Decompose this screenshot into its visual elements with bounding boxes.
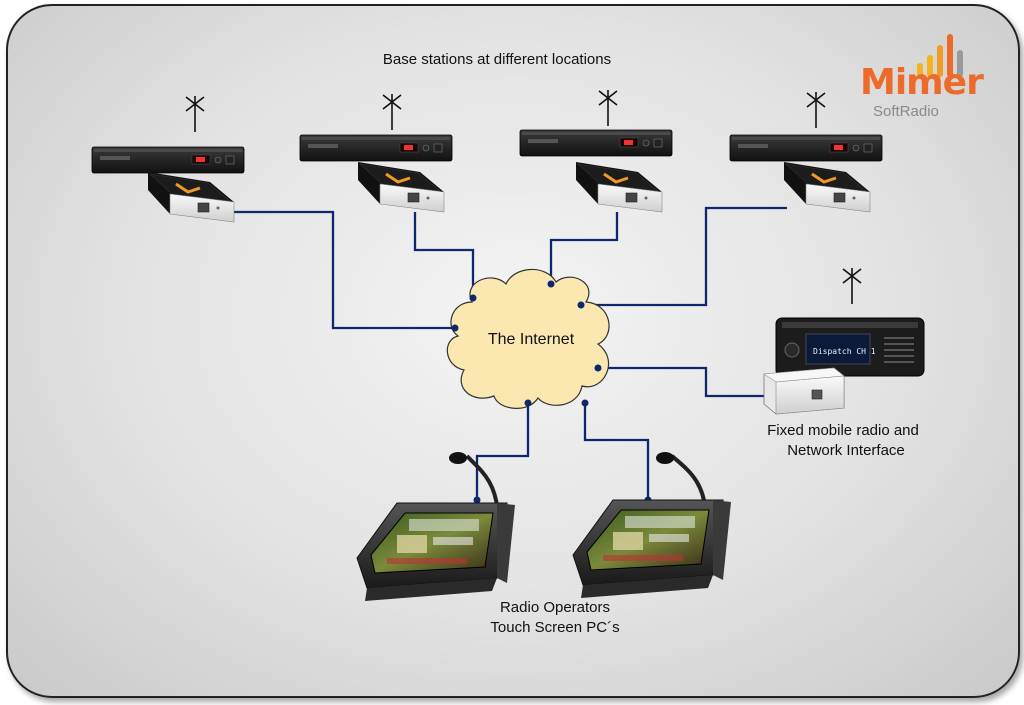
link-op2 — [583, 403, 650, 500]
antenna-icon — [842, 267, 862, 305]
mobile-label-line1: Fixed mobile radio and — [767, 422, 919, 439]
antenna-icon — [185, 95, 205, 133]
internet-cloud — [446, 268, 610, 409]
antenna-icon — [598, 89, 618, 127]
cloud-label: The Internet — [487, 331, 575, 348]
base-station-radio — [729, 134, 883, 162]
link-bs4 — [581, 206, 787, 307]
touch-screen-console — [356, 502, 516, 602]
network-interface-box — [782, 160, 872, 214]
mobile-radio-station: Dispatch CH 1 — [763, 267, 925, 415]
base-station-radio — [91, 146, 245, 174]
link-bs1 — [234, 210, 455, 330]
network-interface-box — [574, 160, 664, 214]
mimer-logo — [917, 34, 963, 77]
base-station-3 — [519, 89, 673, 214]
operators-label-line1: Radio Operators — [499, 599, 611, 616]
base-station-radio — [299, 134, 453, 162]
base-station-4 — [729, 91, 883, 214]
network-links — [234, 206, 787, 500]
operator-console-2 — [572, 452, 732, 599]
touch-screen-console — [572, 499, 732, 599]
network-interface-box — [146, 170, 236, 224]
network-interface-box — [763, 367, 845, 415]
operator-console-1 — [356, 452, 516, 602]
mobile-radio: Dispatch CH 1 — [775, 317, 925, 377]
network-interface-box — [356, 160, 446, 214]
base-station-2 — [299, 93, 453, 214]
mobile-radio-display: Dispatch CH 1 — [813, 347, 876, 356]
link-bs3 — [549, 212, 619, 284]
diagram-title: Base stations at different locations — [382, 51, 612, 68]
mobile-label-line2: Network Interface — [787, 442, 905, 459]
link-op1 — [475, 403, 530, 500]
base-station-1 — [91, 95, 245, 224]
logo-word: Mimer — [860, 62, 984, 103]
link-mobile — [598, 366, 768, 398]
base-station-radio — [519, 129, 673, 157]
link-bs2 — [413, 212, 475, 298]
antenna-icon — [382, 93, 402, 131]
logo-sub: SoftRadio — [873, 103, 939, 120]
antenna-icon — [806, 91, 826, 129]
operators-label-line2: Touch Screen PC´s — [490, 619, 620, 636]
